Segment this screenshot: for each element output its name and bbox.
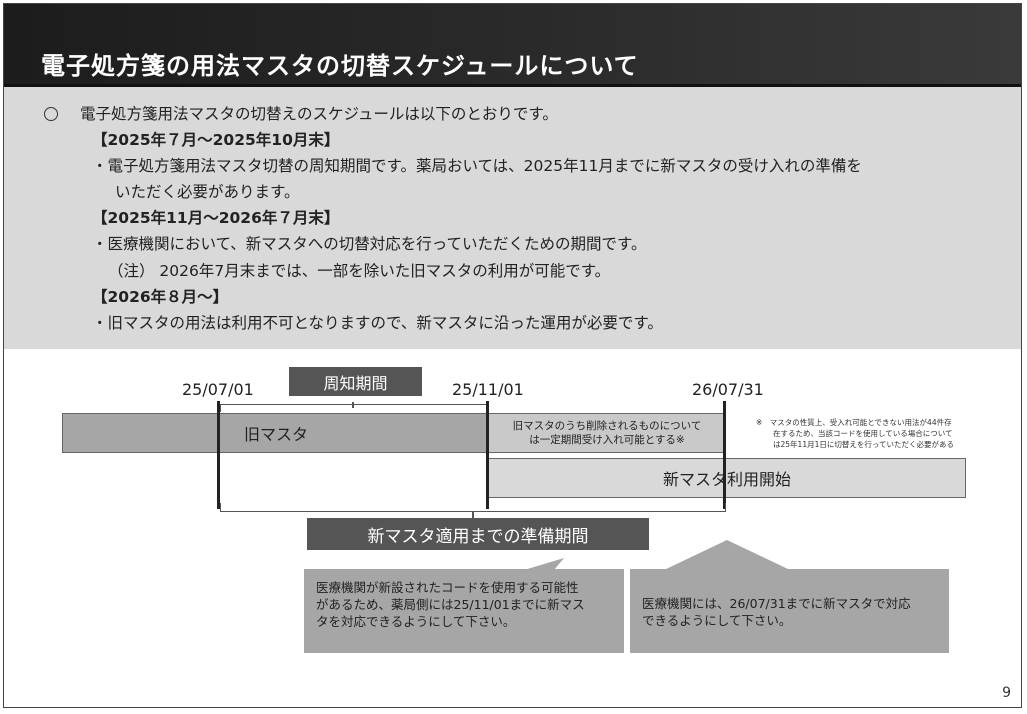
callout-pointers xyxy=(524,540,790,570)
callout-left-pointer xyxy=(524,558,564,570)
period1-line2: いただく必要があります。 xyxy=(115,183,300,201)
timeline-marker-switch xyxy=(486,401,489,509)
old-master-label: 旧マスタ xyxy=(243,425,308,444)
callout-right-line-2: できるようにして下さい。 xyxy=(642,613,792,628)
footnote-line-3: は25年11月1日に切替えを行っていただく必要がある xyxy=(773,440,954,449)
date-label-start: 25/07/01 xyxy=(182,380,254,399)
period2-note: （注） 2026年7月末までは、一部を除いた旧マスタの利用が可能です。 xyxy=(108,262,611,280)
date-label-end: 26/07/31 xyxy=(692,380,764,399)
circle-bullet-icon xyxy=(44,107,58,121)
period3-heading: 【2026年８月～】 xyxy=(92,288,229,306)
callout-left-line-3: タを対応できるようにして下さい。 xyxy=(316,614,516,629)
callout-right-pointer xyxy=(664,540,790,570)
callout-right: 医療機関には、26/07/31までに新マスタで対応 できるようにして下さい。 xyxy=(630,569,949,653)
old-master-bar: 旧マスタ xyxy=(62,413,490,453)
summary-intro: 電子処方箋用法マスタの切替えのスケジュールは以下のとおりです。 xyxy=(80,105,558,123)
callout-left: 医療機関が新設されたコードを使用する可能性 があるため、薬局側には25/11/0… xyxy=(304,569,624,653)
footnote-line-1: ※ マスタの性質上、受入れ可能とできない用法が44件存 xyxy=(756,418,952,427)
title-bar: 電子処方箋の用法マスタの切替スケジュールについて xyxy=(4,4,1021,87)
slide: 電子処方箋の用法マスタの切替スケジュールについて 電子処方箋用法マスタの切替えの… xyxy=(3,3,1022,708)
callout-left-line-1: 医療機関が新設されたコードを使用する可能性 xyxy=(316,580,579,595)
old-master-deleted-bar: 旧マスタのうち削除されるものについて は一定期間受け入れ可能とする※ xyxy=(488,413,726,453)
notice-period-bracket-tip xyxy=(352,402,354,408)
old-master-deleted-text-1: 旧マスタのうち削除されるものについて xyxy=(512,420,702,432)
timeline-marker-end xyxy=(723,401,726,509)
footnote-line-2: 在するため、当該コードを使用している場合について xyxy=(773,429,953,438)
notice-period-label: 周知期間 xyxy=(289,367,422,396)
page-number: 9 xyxy=(1002,685,1011,701)
date-label-switch: 25/11/01 xyxy=(452,380,524,399)
summary-panel xyxy=(4,87,1021,349)
callout-left-line-2: があるため、薬局側には25/11/01までに新マス xyxy=(316,597,585,612)
prep-period-label: 新マスタ適用までの準備期間 xyxy=(307,518,649,550)
new-master-label: 新マスタ利用開始 xyxy=(662,470,791,489)
timeline-marker-start xyxy=(217,401,220,509)
prep-period-bracket-tip xyxy=(472,511,474,519)
period2-line1: ・医療機関において、新マスタへの切替対応を行っていただくための期間です。 xyxy=(92,235,647,253)
period3-line1: ・旧マスタの用法は利用不可となりますので、新マスタに沿った運用が必要です。 xyxy=(92,314,663,332)
new-master-bar: 新マスタ利用開始 xyxy=(488,458,966,498)
slide-title: 電子処方箋の用法マスタの切替スケジュールについて xyxy=(41,52,639,80)
old-master-deleted-text-2: は一定期間受け入れ可能とする※ xyxy=(529,434,685,446)
period2-heading: 【2025年11月～2026年７月末】 xyxy=(92,209,340,227)
callout-right-line-1: 医療機関には、26/07/31までに新マスタで対応 xyxy=(642,596,911,611)
period1-line1: ・電子処方箋用法マスタ切替の周知期間です。薬局おいては、2025年11月までに新… xyxy=(92,157,862,175)
period1-heading: 【2025年７月～2025年10月末】 xyxy=(92,131,340,149)
